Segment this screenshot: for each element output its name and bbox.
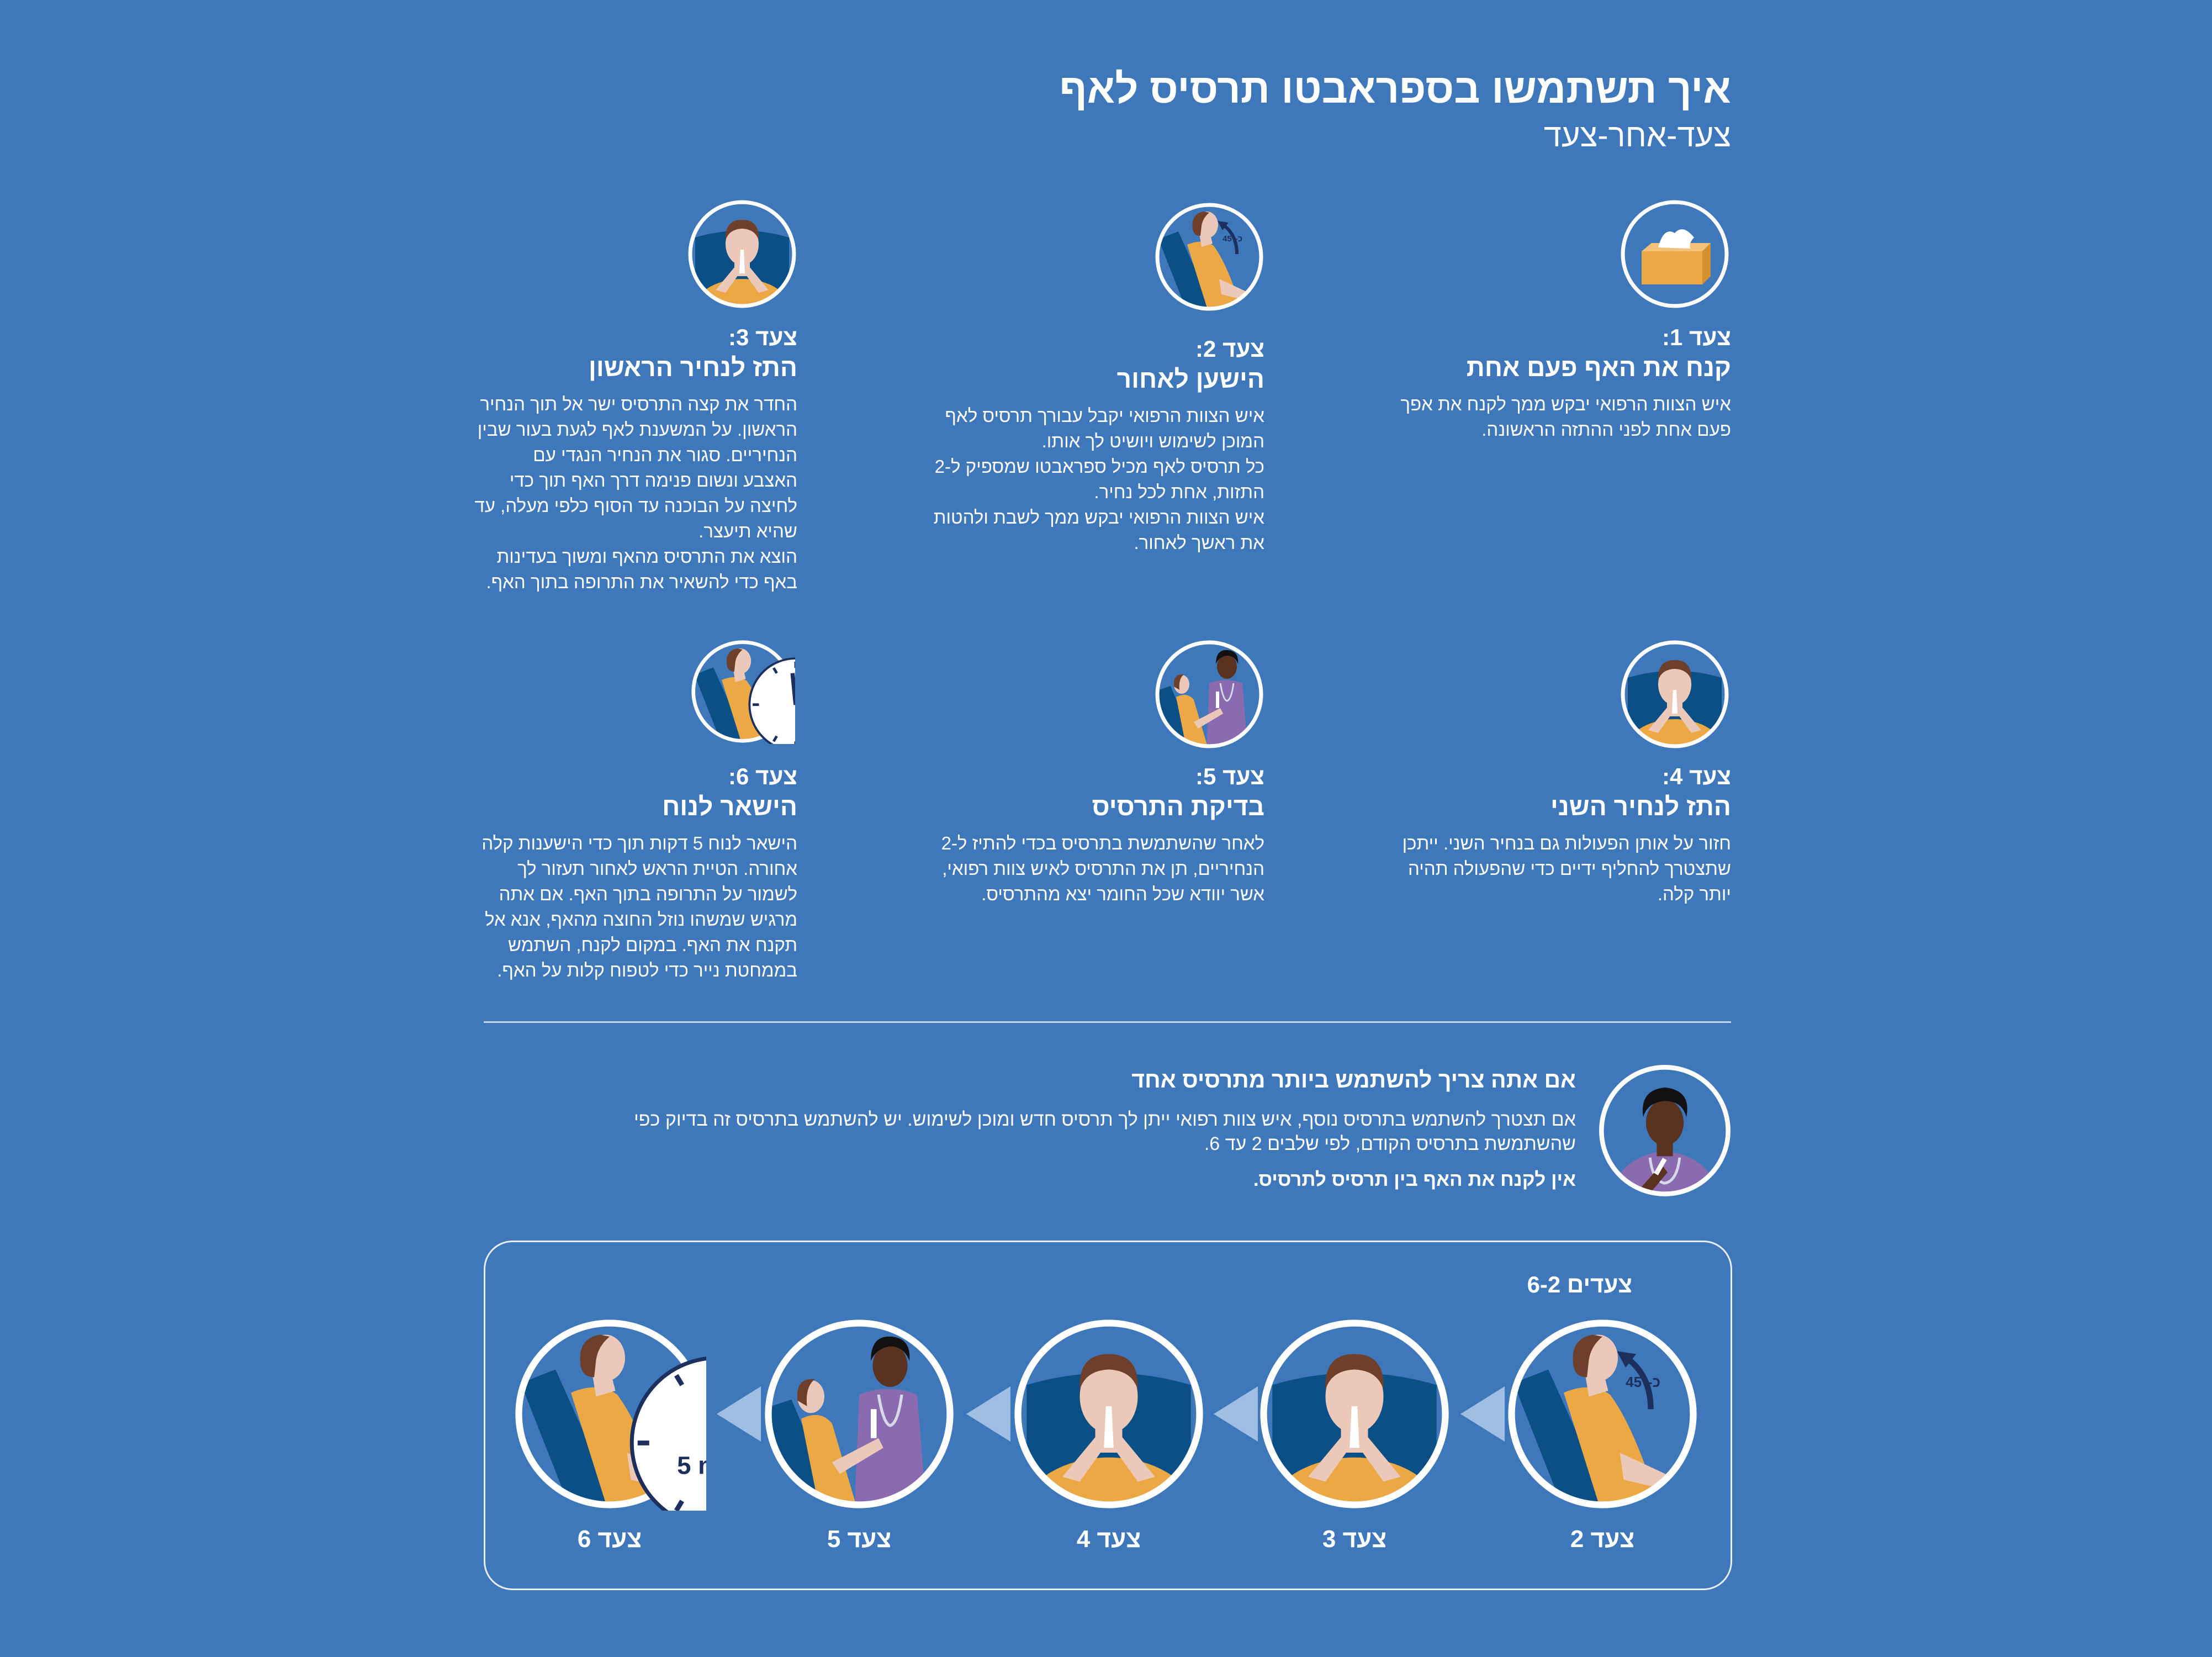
step-label: צעד 4: — [1661, 763, 1731, 789]
step-title: התז לנחיר השני — [1550, 792, 1731, 821]
rest-clock-icon: 5 mins — [513, 1317, 706, 1511]
step-body: איש הצוות הרפואי יבקש ממך לשבת ולהטות את… — [933, 507, 1264, 553]
nasal-spray-icon — [1620, 639, 1730, 750]
step-body: החדר את קצה התרסיס ישר אל תוך הנחיר הראש… — [474, 394, 797, 541]
step-label: צעד 6: — [728, 763, 797, 789]
page-title: איך תשתמשו בספראבטו תרסיס לאף — [1059, 66, 1731, 112]
rest-clock-icon — [690, 639, 795, 744]
panel-step-label: צעד 3 — [1322, 1526, 1387, 1553]
extra-spray-body: אם תצטרך להשתמש בתרסיס נוסף, איש צוות רפ… — [633, 1109, 1576, 1154]
nurse-check-icon — [1154, 639, 1264, 750]
extra-spray-heading: אם אתה צריך להשתמש ביותר מתרסיס אחד — [1131, 1067, 1576, 1093]
recline-icon: כ-45° — [1506, 1317, 1699, 1511]
page-subtitle: צעד-אחר-צעד — [1543, 118, 1731, 154]
step-1: צעד 1: קנח את האף פעם אחת איש הצוות הרפו… — [1383, 323, 1731, 442]
step-title: התז לנחיר הראשון — [588, 353, 797, 382]
step-body: לאחר שהשתמשת בתרסיס בכדי להתיז ל-2 הנחיר… — [941, 833, 1264, 904]
step-2: צעד 2: הישען לאחור איש הצוות הרפואי יקבל… — [917, 335, 1264, 556]
step-label: צעד 1: — [1661, 324, 1731, 350]
panel-step-label: צעד 6 — [577, 1526, 642, 1553]
nasal-spray-icon — [1012, 1317, 1205, 1511]
nurse-icon — [1597, 1063, 1732, 1198]
step-label: צעד 3: — [728, 324, 797, 350]
angle-label: כ-45° — [1626, 1374, 1660, 1390]
tissue-box-icon — [1620, 199, 1730, 309]
step-body: כל תרסיס לאף מכיל ספראבטו שמספיק ל-2 התז… — [934, 456, 1264, 502]
step-body: חזור על אותן הפעולות גם בנחיר השני. ייתכ… — [1402, 833, 1731, 904]
step-label: צעד 5: — [1195, 763, 1264, 789]
step-title: קנח את האף פעם אחת — [1466, 353, 1731, 382]
steps-summary-panel — [484, 1241, 1732, 1590]
step-title: בדיקת התרסיס — [1092, 792, 1264, 821]
arrow-left-icon — [717, 1386, 761, 1442]
nasal-spray-icon — [687, 199, 797, 309]
step-title: הישען לאחור — [1116, 365, 1264, 393]
step-body: איש הצוות הרפואי יקבל עבורך תרסיס לאף המ… — [945, 405, 1264, 451]
step-4: צעד 4: התז לנחיר השני חזור על אותן הפעול… — [1383, 762, 1731, 907]
step-6: צעד 6: הישאר לנוח הישאר לנוח 5 דקות תוך … — [474, 762, 797, 983]
panel-title: צעדים 6-2 — [1527, 1271, 1632, 1297]
step-body: איש הצוות הרפואי יבקש ממך לקנח את אפך פע… — [1400, 394, 1731, 440]
step-body: הוצא את התרסיס מהאף ומשוך בעדינות באף כד… — [486, 546, 797, 592]
step-3: צעד 3: התז לנחיר הראשון החדר את קצה התרס… — [474, 323, 797, 595]
extra-spray-note: אין לקנח את האף בין תרסיס לתרסיס. — [1253, 1169, 1576, 1190]
angle-label: כ-45° — [1223, 234, 1242, 244]
step-body: הישאר לנוח 5 דקות תוך כדי הישענות קלה אח… — [481, 833, 797, 980]
nurse-check-icon — [763, 1317, 956, 1511]
nasal-spray-icon — [1258, 1317, 1451, 1511]
clock-label: 5 mins — [677, 1452, 706, 1480]
panel-step-label: צעד 2 — [1570, 1526, 1635, 1553]
panel-step-label: צעד 5 — [827, 1526, 892, 1553]
arrow-left-icon — [1460, 1386, 1505, 1442]
panel-step-label: צעד 4 — [1076, 1526, 1141, 1553]
recline-icon: כ-45° — [1154, 202, 1264, 312]
arrow-left-icon — [966, 1386, 1010, 1442]
step-label: צעד 2: — [1195, 336, 1264, 362]
step-title: הישאר לנוח — [662, 792, 797, 821]
step-5: צעד 5: בדיקת התרסיס לאחר שהשתמשת בתרסיס … — [917, 762, 1264, 907]
divider — [484, 1021, 1731, 1023]
arrow-left-icon — [1214, 1386, 1258, 1442]
